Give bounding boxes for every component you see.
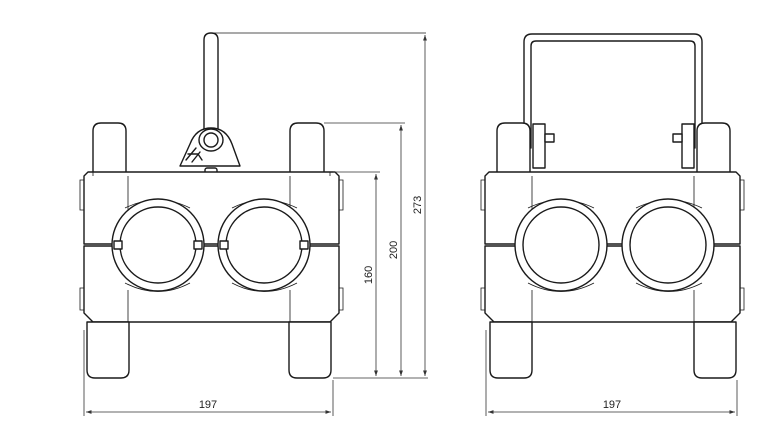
side-handle	[523, 33, 703, 149]
side-left-pipe-opening	[514, 198, 608, 292]
front-left-pipe-opening	[111, 198, 205, 292]
dim-label-273: 273	[412, 196, 424, 214]
side-latch-tabs	[532, 123, 695, 169]
front-right-upper-post	[289, 122, 325, 177]
front-right-foot	[288, 321, 332, 379]
front-right-pipe-opening	[217, 198, 311, 292]
side-right-foot	[693, 321, 737, 379]
side-right-pipe-opening	[621, 198, 715, 292]
dim-label-197-side: 197	[603, 399, 621, 411]
side-left-foot	[489, 321, 533, 379]
dim-label-200: 200	[388, 241, 400, 259]
front-handle	[203, 32, 426, 149]
front-dimensions: 160 200 273 197	[83, 35, 428, 416]
dim-label-197-front: 197	[199, 399, 217, 411]
side-view	[480, 33, 745, 379]
side-dimensions: 197	[485, 330, 738, 416]
front-view	[79, 32, 426, 379]
front-left-foot	[86, 321, 130, 379]
front-left-upper-post	[92, 122, 127, 177]
side-left-upper-post	[496, 122, 531, 177]
side-right-upper-post	[696, 122, 731, 177]
dim-label-160: 160	[363, 266, 375, 284]
